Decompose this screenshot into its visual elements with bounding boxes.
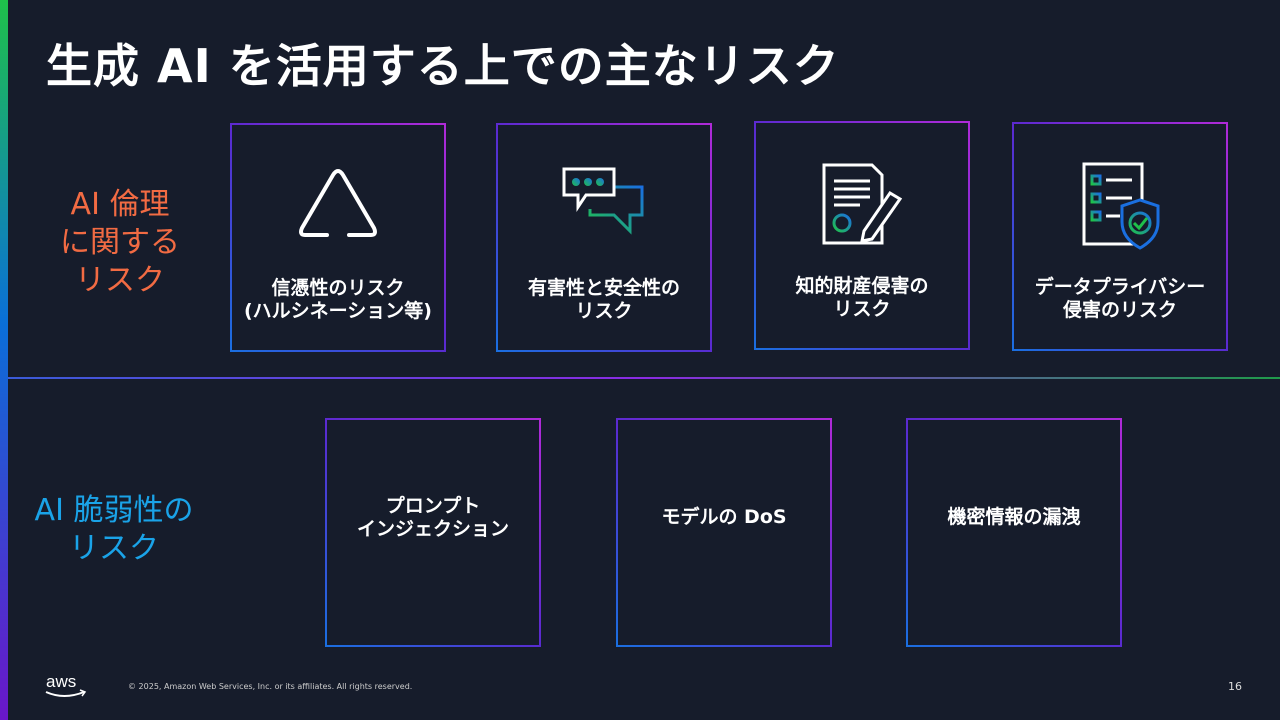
category-line: AI 脆弱性の <box>34 493 194 528</box>
category-line: リスク <box>69 531 159 566</box>
risk-card-data-privacy: データプライバシー侵害のリスク <box>1012 122 1228 351</box>
copyright: © 2025, Amazon Web Services, Inc. or its… <box>128 682 413 691</box>
page-title: 生成 AI を活用する上での主なリスク <box>46 39 840 93</box>
risk-card-model-dos: モデルの DoS <box>616 418 832 647</box>
page-number: 16 <box>1228 680 1242 693</box>
risk-card-info-leak: 機密情報の漏洩 <box>906 418 1122 647</box>
category-line: に関する <box>60 225 180 260</box>
card-label: 有害性と安全性のリスク <box>527 277 680 322</box>
category-ai-vulnerability: AI 脆弱性の リスク <box>14 492 214 568</box>
aws-logo: aws <box>45 672 87 697</box>
accent-bar <box>0 0 8 720</box>
risk-card-hallucination: 信憑性のリスク(ハルシネーション等) <box>230 123 446 352</box>
risk-card-prompt-injection: プロンプトインジェクション <box>325 418 541 647</box>
card-label: プロンプトインジェクション <box>356 494 509 540</box>
document-pen-icon <box>822 163 903 245</box>
risk-card-harm-safety: 有害性と安全性のリスク <box>496 123 712 352</box>
warning-icon <box>299 169 377 237</box>
card-label: データプライバシー侵害のリスク <box>1034 276 1206 321</box>
risk-card-ip-infringement: 知的財産侵害のリスク <box>754 121 970 350</box>
card-label: モデルの DoS <box>661 506 787 528</box>
svg-text:aws: aws <box>46 672 76 691</box>
chat-bubbles-icon <box>562 167 644 235</box>
category-line: リスク <box>75 263 165 298</box>
card-label: 機密情報の漏洩 <box>947 506 1081 528</box>
card-label: 信憑性のリスク(ハルシネーション等) <box>244 277 432 322</box>
card-label: 知的財産侵害のリスク <box>795 275 929 320</box>
category-line: AI 倫理 <box>70 187 170 222</box>
category-ai-ethics: AI 倫理 に関する リスク <box>40 186 200 300</box>
section-divider <box>8 377 1280 379</box>
checklist-shield-icon <box>1082 162 1160 250</box>
